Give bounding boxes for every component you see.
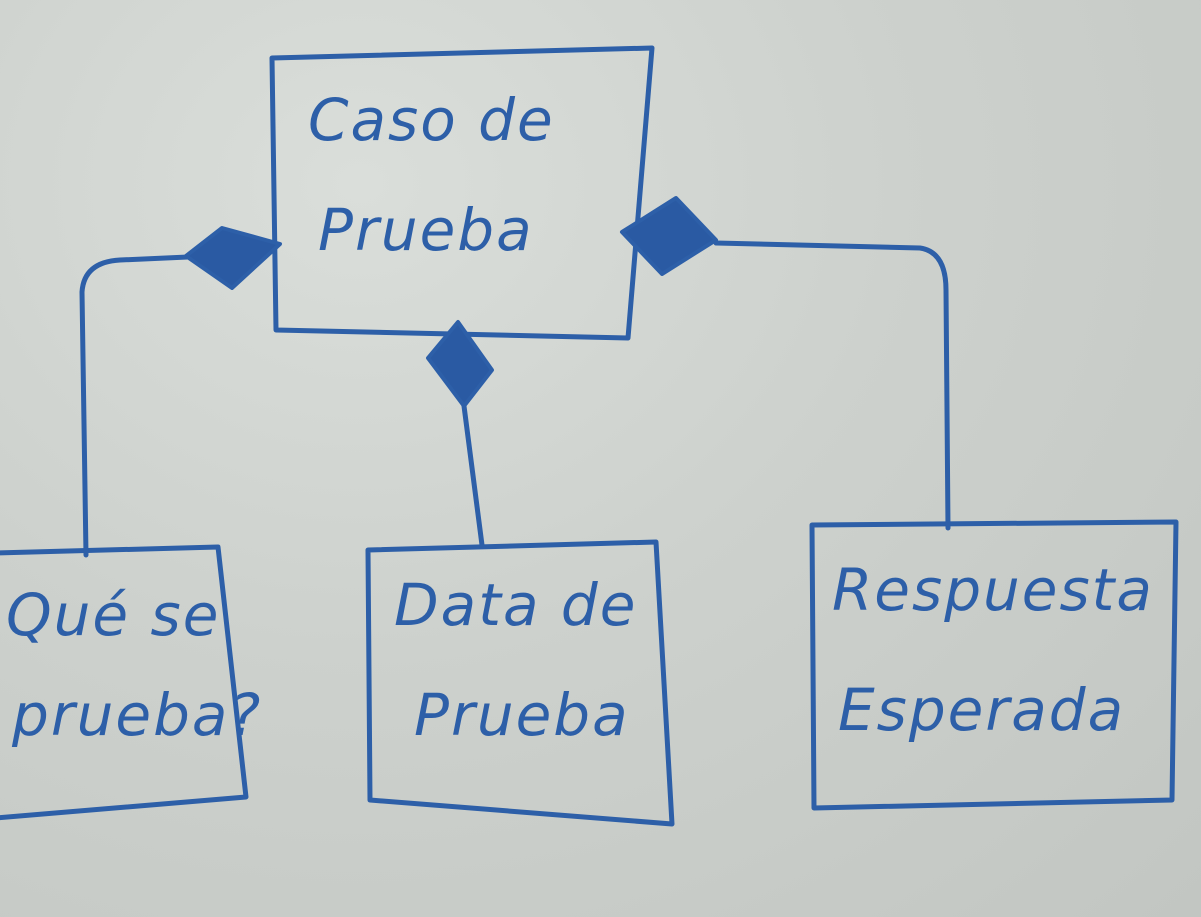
- node-right-box: [809, 519, 1179, 811]
- node-center-line2: Prueba: [414, 681, 630, 749]
- node-root-box: [269, 45, 655, 341]
- node-center-box: [365, 539, 675, 827]
- node-center-line1: Data de: [394, 571, 637, 639]
- node-center: Data de Prueba: [365, 539, 675, 827]
- node-root: Caso de Prueba: [269, 45, 655, 341]
- connector-line-center: [461, 403, 485, 548]
- node-right: Respuesta Esperada: [809, 519, 1179, 811]
- node-left-box: [0, 544, 249, 821]
- connector-line-right: [713, 240, 951, 531]
- relation-root-right: [620, 196, 951, 531]
- node-root-line2: Prueba: [318, 196, 534, 264]
- composition-diamond-left: [184, 226, 282, 290]
- node-left-line2: prueba?: [11, 681, 262, 749]
- relation-root-left: [79, 226, 282, 558]
- node-left: Qué se prueba?: [0, 544, 262, 821]
- node-right-line1: Respuesta: [832, 556, 1154, 624]
- node-left-line1: Qué se: [6, 581, 220, 649]
- relation-root-center: [426, 320, 494, 548]
- composition-diamond-right: [620, 196, 718, 276]
- connector-line-left: [79, 254, 191, 558]
- node-right-line2: Esperada: [838, 676, 1125, 744]
- node-root-line1: Caso de: [308, 86, 555, 154]
